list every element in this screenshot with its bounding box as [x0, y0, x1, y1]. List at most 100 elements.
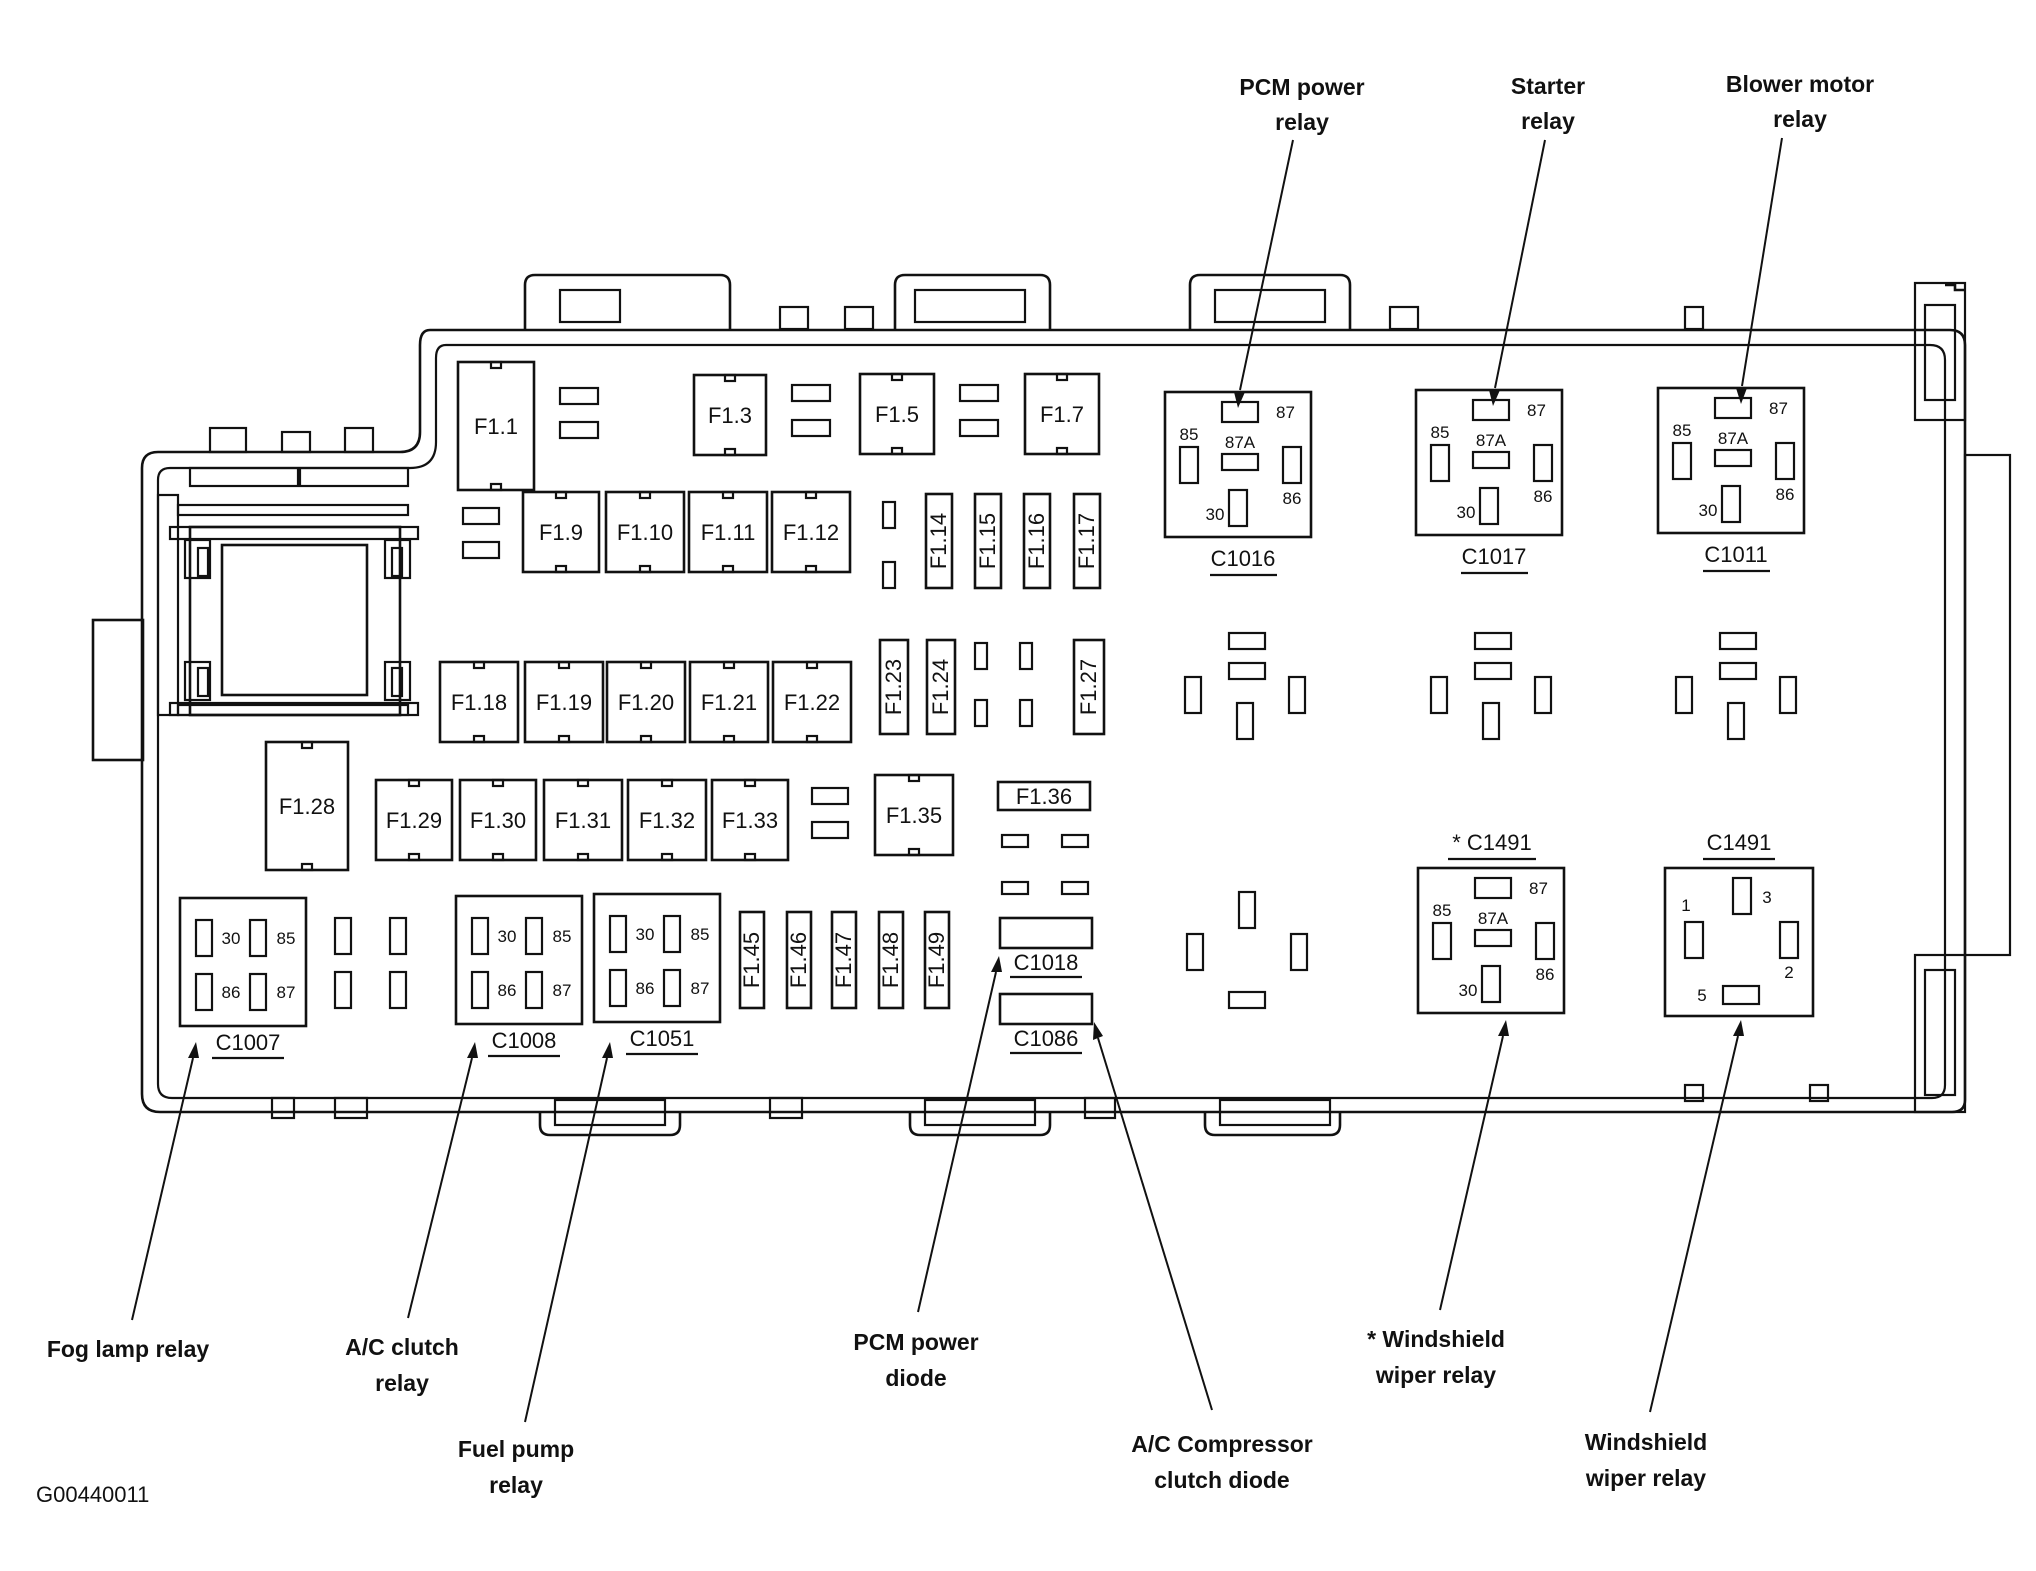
fuse-f1-30[interactable]: F1.30 [458, 778, 538, 862]
fuse-f1-9[interactable]: F1.9 [521, 490, 601, 574]
fuse-f1-15[interactable]: F1.15 [973, 492, 1003, 590]
callout-pcm-power-diode: PCM power diode [853, 1329, 978, 1391]
fuse-f1-33[interactable]: F1.33 [710, 778, 790, 862]
relay-pin-label: 5 [1697, 986, 1706, 1005]
relay-pin-label: 87 [1527, 401, 1546, 420]
fuse-f1-20[interactable]: F1.20 [605, 660, 687, 744]
fuse-f1-22[interactable]: F1.22 [771, 660, 853, 744]
fuse-f1-7[interactable]: F1.7 [1023, 372, 1101, 456]
relay-pin-label: 30 [222, 929, 241, 948]
relay-pin-label: 86 [222, 983, 241, 1002]
diode-c1086-label: C1086 [1014, 1026, 1079, 1051]
fuse-f1-49[interactable]: F1.49 [923, 910, 951, 1010]
relay-pin-label: 30 [498, 927, 517, 946]
relay-pin-label: 85 [1431, 423, 1450, 442]
fuse-f1-24[interactable]: F1.24 [925, 638, 957, 736]
fuse-label: F1.49 [924, 932, 949, 988]
relay-pin-label: 87A [1225, 433, 1256, 452]
fuse-label: F1.24 [928, 659, 953, 715]
fuse-label: F1.35 [886, 803, 942, 828]
relay-pin-label: 85 [277, 929, 296, 948]
fuse-f1-48[interactable]: F1.48 [877, 910, 905, 1010]
fuse-f1-16[interactable]: F1.16 [1022, 492, 1052, 590]
relay-pin-label: 85 [691, 925, 710, 944]
fuse-f1-23[interactable]: F1.23 [878, 638, 910, 736]
relay-pin-label: 86 [1536, 965, 1555, 984]
fuse-f1-18[interactable]: F1.18 [438, 660, 520, 744]
relay-pin-label: 87A [1718, 429, 1749, 448]
relay-pin-label: 85 [553, 927, 572, 946]
relay-pin-label: 87 [691, 979, 710, 998]
fuse-f1-14[interactable]: F1.14 [924, 492, 954, 590]
fuse-f1-28[interactable]: F1.28 [264, 740, 350, 872]
svg-text:wiper relay: wiper relay [1585, 1465, 1706, 1491]
relay-pin-label: 87 [1769, 399, 1788, 418]
relay-pin-label: 87A [1476, 431, 1507, 450]
fuse-f1-45[interactable]: F1.45 [738, 910, 766, 1010]
fuse-label: F1.30 [470, 808, 526, 833]
callout-windshield-wiper-relay-optional: * Windshield wiper relay [1367, 1326, 1505, 1388]
relay-pin-label: 87A [1478, 909, 1509, 928]
relay-pin-label: 1 [1681, 896, 1690, 915]
fuse-f1-31[interactable]: F1.31 [542, 778, 624, 862]
relay-connector-label: C1491 [1707, 830, 1772, 855]
diode-c1018[interactable]: C1018 [998, 916, 1094, 979]
svg-text:Fog lamp relay: Fog lamp relay [47, 1336, 210, 1362]
relay-pin-label: 85 [1673, 421, 1692, 440]
callout-ac-clutch-relay: A/C clutch relay [345, 1334, 459, 1396]
fuse-label: F1.46 [786, 932, 811, 988]
fuse-label: F1.17 [1074, 513, 1099, 569]
fuse-f1-10[interactable]: F1.10 [604, 490, 686, 574]
fuse-f1-12[interactable]: F1.12 [770, 490, 852, 574]
callout-ac-compressor-diode: A/C Compressor clutch diode [1131, 1431, 1313, 1493]
relay-pin-label: 86 [1283, 489, 1302, 508]
relay-pin-label: 85 [1433, 901, 1452, 920]
housing-outline [91, 273, 2012, 1137]
fuse-label: F1.9 [539, 520, 583, 545]
fuse-f1-21[interactable]: F1.21 [688, 660, 770, 744]
svg-text:relay: relay [1521, 108, 1575, 134]
fuse-f1-29[interactable]: F1.29 [374, 778, 454, 862]
svg-text:A/C clutch: A/C clutch [345, 1334, 459, 1360]
fuse-f1-5[interactable]: F1.5 [858, 372, 936, 456]
diode-c1018-label: C1018 [1014, 950, 1079, 975]
fuse-label: F1.5 [875, 402, 919, 427]
fuse-label: F1.19 [536, 690, 592, 715]
fuse-f1-1[interactable]: F1.1 [456, 360, 536, 492]
empty-relay-socket [1183, 631, 1307, 741]
svg-text:wiper relay: wiper relay [1375, 1362, 1496, 1388]
fuse-f1-35[interactable]: F1.35 [873, 773, 955, 857]
fuse-f1-3[interactable]: F1.3 [692, 373, 768, 457]
fuse-f1-27[interactable]: F1.27 [1072, 638, 1106, 736]
leader-lines [131, 137, 1783, 1423]
fuse-f1-47[interactable]: F1.47 [830, 910, 858, 1010]
fuse-f1-36[interactable]: F1.36 [996, 780, 1092, 812]
relay-pin-label: 86 [1776, 485, 1795, 504]
fuse-label: F1.1 [474, 414, 518, 439]
callout-fog-lamp-relay: Fog lamp relay [47, 1336, 210, 1362]
fuse-f1-46[interactable]: F1.46 [785, 910, 813, 1010]
fuse-f1-19[interactable]: F1.19 [523, 660, 605, 744]
fuse-f1-32[interactable]: F1.32 [626, 778, 708, 862]
fuse-label: F1.31 [555, 808, 611, 833]
diode-c1086[interactable]: C1086 [998, 992, 1094, 1055]
fuse-label: F1.21 [701, 690, 757, 715]
fuse-label: F1.18 [451, 690, 507, 715]
relay-pin-label: 30 [636, 925, 655, 944]
fuse-label: F1.23 [881, 659, 906, 715]
fuse-label: F1.12 [783, 520, 839, 545]
callout-pcm-power-relay: PCM power relay [1239, 74, 1364, 135]
fuse-label: F1.22 [784, 690, 840, 715]
fuse-label: F1.10 [617, 520, 673, 545]
fuse-f1-11[interactable]: F1.11 [687, 490, 769, 574]
terminal-slots [333, 383, 1090, 1010]
fuse-f1-17[interactable]: F1.17 [1072, 492, 1102, 590]
